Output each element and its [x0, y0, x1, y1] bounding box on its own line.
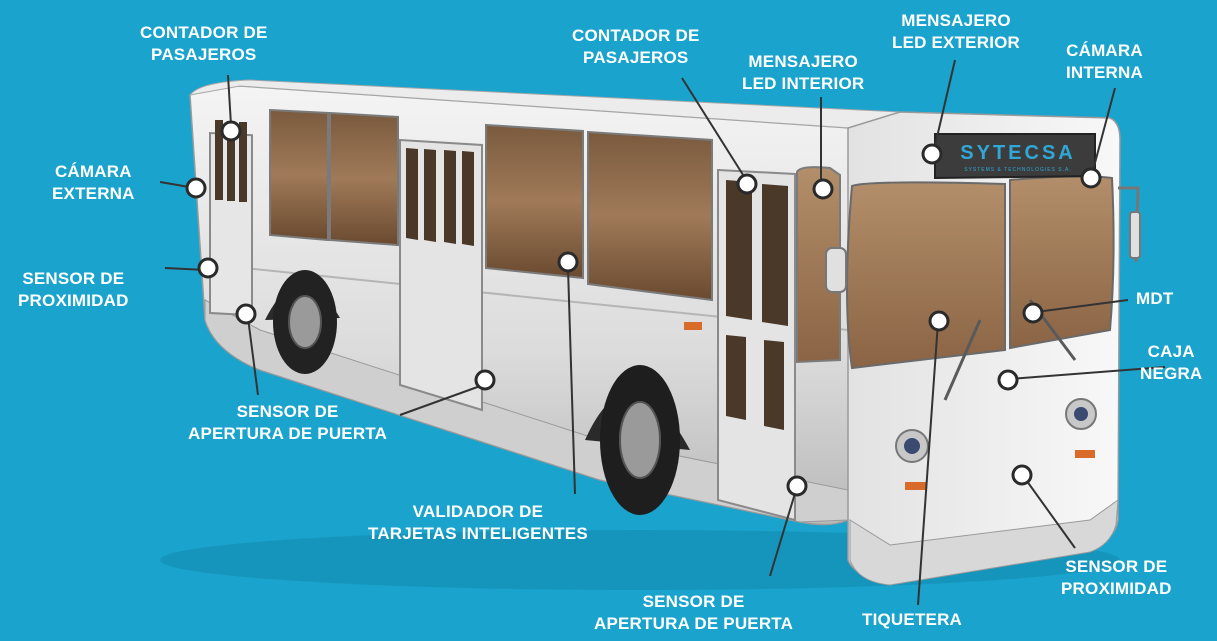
label-line: VALIDADOR DE [412, 502, 544, 521]
indicator-left [905, 482, 927, 490]
brand-logo: SYTECSA [960, 142, 1075, 164]
label-camara-interna: CÁMARA INTERNA [1066, 40, 1143, 84]
wiper-left [943, 319, 982, 401]
leader-caja-negra [1009, 366, 1166, 380]
marker-sensor-apertura-1b [474, 369, 496, 391]
label-mdt: MDT [1136, 288, 1173, 310]
label-line: CONTADOR DE [140, 23, 268, 42]
middle-door-glass [406, 148, 474, 246]
label-contador-pasajeros-1: CONTADOR DE PASAJEROS [140, 22, 268, 66]
label-line: LED EXTERIOR [892, 33, 1021, 52]
marker-contador-2 [736, 173, 758, 195]
marker-mensajero-exterior [921, 143, 943, 165]
label-line: APERTURA DE PUERTA [188, 424, 388, 443]
label-line: PROXIMIDAD [1061, 579, 1172, 598]
headlight-right-lens [1074, 407, 1088, 421]
headlight-left-lens [904, 438, 920, 454]
label-line: TIQUETERA [862, 610, 963, 629]
marker-sensor-prox-1 [197, 257, 219, 279]
side-indicator [684, 322, 702, 330]
marker-camara-externa [185, 177, 207, 199]
rear-door-glass [215, 120, 247, 202]
label-line: CONTADOR DE [572, 26, 700, 45]
label-contador-pasajeros-2: CONTADOR DE PASAJEROS [572, 25, 700, 69]
rear-hub [288, 295, 322, 349]
label-line: MDT [1136, 289, 1174, 308]
label-caja-negra: CAJA NEGRA [1140, 341, 1202, 385]
side-window-3 [485, 123, 584, 280]
label-line: SENSOR DE [642, 592, 745, 611]
front-door-glass [726, 180, 788, 430]
label-camara-externa: CÁMARA EXTERNA [52, 161, 135, 205]
middle-door [399, 138, 483, 412]
side-window-2 [329, 111, 399, 247]
leader-validador [567, 267, 576, 495]
leader-mdt [1035, 299, 1129, 313]
side-mirror [825, 247, 847, 293]
label-line: SENSOR DE [236, 402, 339, 421]
marker-sensor-apertura-1 [235, 303, 257, 325]
label-line: PASAJEROS [151, 45, 257, 64]
leader-tiquetera [917, 321, 939, 606]
label-line: PROXIMIDAD [18, 291, 129, 310]
bus-front-bumper [849, 498, 1119, 586]
label-tiquetera: TIQUETERA [862, 609, 962, 631]
brand-tagline: SYSTEMS & TECHNOLOGIES S.A. [964, 167, 1071, 173]
label-sensor-proximidad-2: SENSOR DE PROXIMIDAD [1061, 556, 1172, 600]
leader-contador-2 [681, 77, 746, 179]
leader-sensor-apertura-2 [769, 489, 797, 577]
label-line: EXTERNA [52, 184, 135, 203]
windshield-right [1009, 175, 1115, 350]
label-sensor-apertura-2: SENSOR DE APERTURA DE PUERTA [594, 591, 793, 635]
sensor-markers [185, 120, 1102, 497]
label-line: SENSOR DE [22, 269, 125, 288]
label-sensor-apertura-1: SENSOR DE APERTURA DE PUERTA [188, 401, 387, 445]
label-line: CÁMARA [54, 162, 132, 181]
label-line: NEGRA [1140, 364, 1203, 383]
label-line: APERTURA DE PUERTA [594, 614, 794, 633]
leader-sensor-apertura-1b [399, 384, 484, 416]
label-line: SENSOR DE [1065, 557, 1168, 576]
leader-contador-1 [227, 74, 232, 126]
label-line: MENSAJERO [901, 11, 1011, 30]
label-line: TARJETAS INTELIGENTES [368, 524, 588, 543]
leader-camara-interna [1091, 87, 1116, 175]
marker-sensor-apertura-2 [786, 475, 808, 497]
driver-side-window [796, 166, 841, 364]
label-line: CÁMARA [1066, 41, 1143, 60]
label-line: CAJA [1147, 342, 1195, 361]
indicator-right [1075, 450, 1095, 458]
marker-mdt [1022, 302, 1044, 324]
marker-validador [557, 251, 579, 273]
leader-mensajero-exterior [933, 59, 956, 151]
side-window-1 [269, 108, 329, 242]
marker-contador-1 [220, 120, 242, 142]
label-line: LED INTERIOR [742, 74, 865, 93]
side-window-4 [587, 130, 713, 302]
leader-sensor-apertura-1 [247, 317, 259, 396]
marker-camara-interna [1080, 167, 1102, 189]
marker-sensor-prox-2 [1011, 464, 1033, 486]
label-mensajero-interior: MENSAJERO LED INTERIOR [742, 51, 864, 95]
label-validador: VALIDADOR DE TARJETAS INTELIGENTES [368, 501, 588, 545]
marker-tiquetera [928, 310, 950, 332]
marker-caja-negra [997, 369, 1019, 391]
windshield-left [846, 181, 1006, 370]
right-mirror [1129, 211, 1141, 259]
front-hub [619, 401, 661, 479]
label-mensajero-exterior: MENSAJERO LED EXTERIOR [892, 10, 1020, 54]
leader-sensor-prox-2 [1023, 476, 1076, 549]
label-line: MENSAJERO [748, 52, 858, 71]
label-line: PASAJEROS [583, 48, 689, 67]
marker-mensajero-interior [812, 178, 834, 200]
label-sensor-proximidad-1: SENSOR DE PROXIMIDAD [18, 268, 129, 312]
label-line: INTERNA [1066, 63, 1143, 82]
